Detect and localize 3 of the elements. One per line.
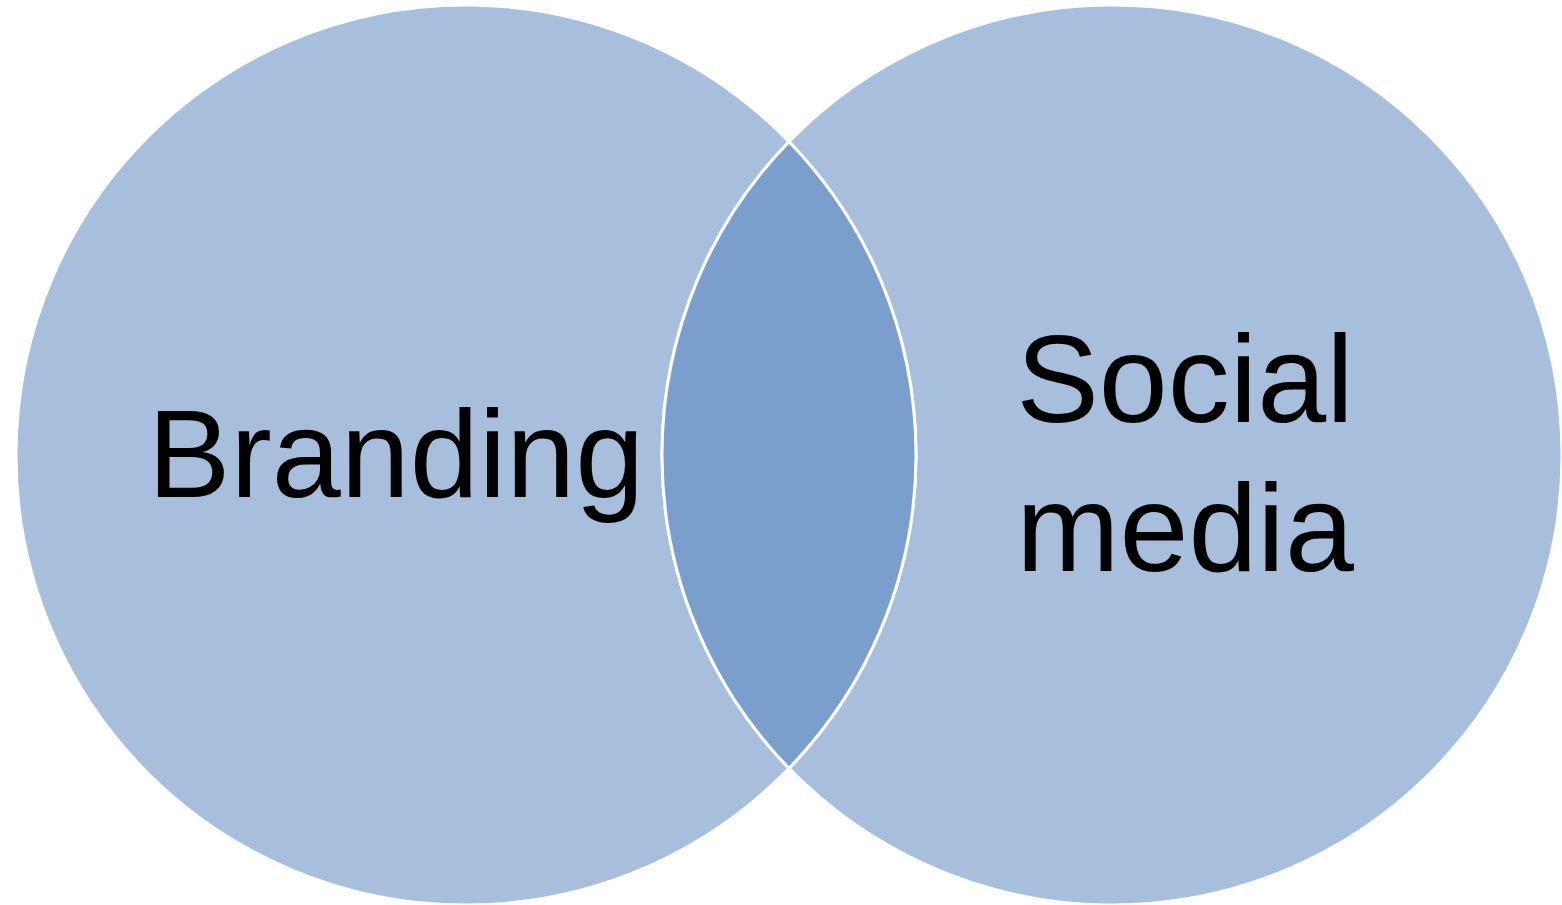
circle-label: Social media	[1015, 309, 1355, 599]
overlap-region	[660, 140, 918, 770]
circle-label: Branding	[146, 384, 646, 525]
